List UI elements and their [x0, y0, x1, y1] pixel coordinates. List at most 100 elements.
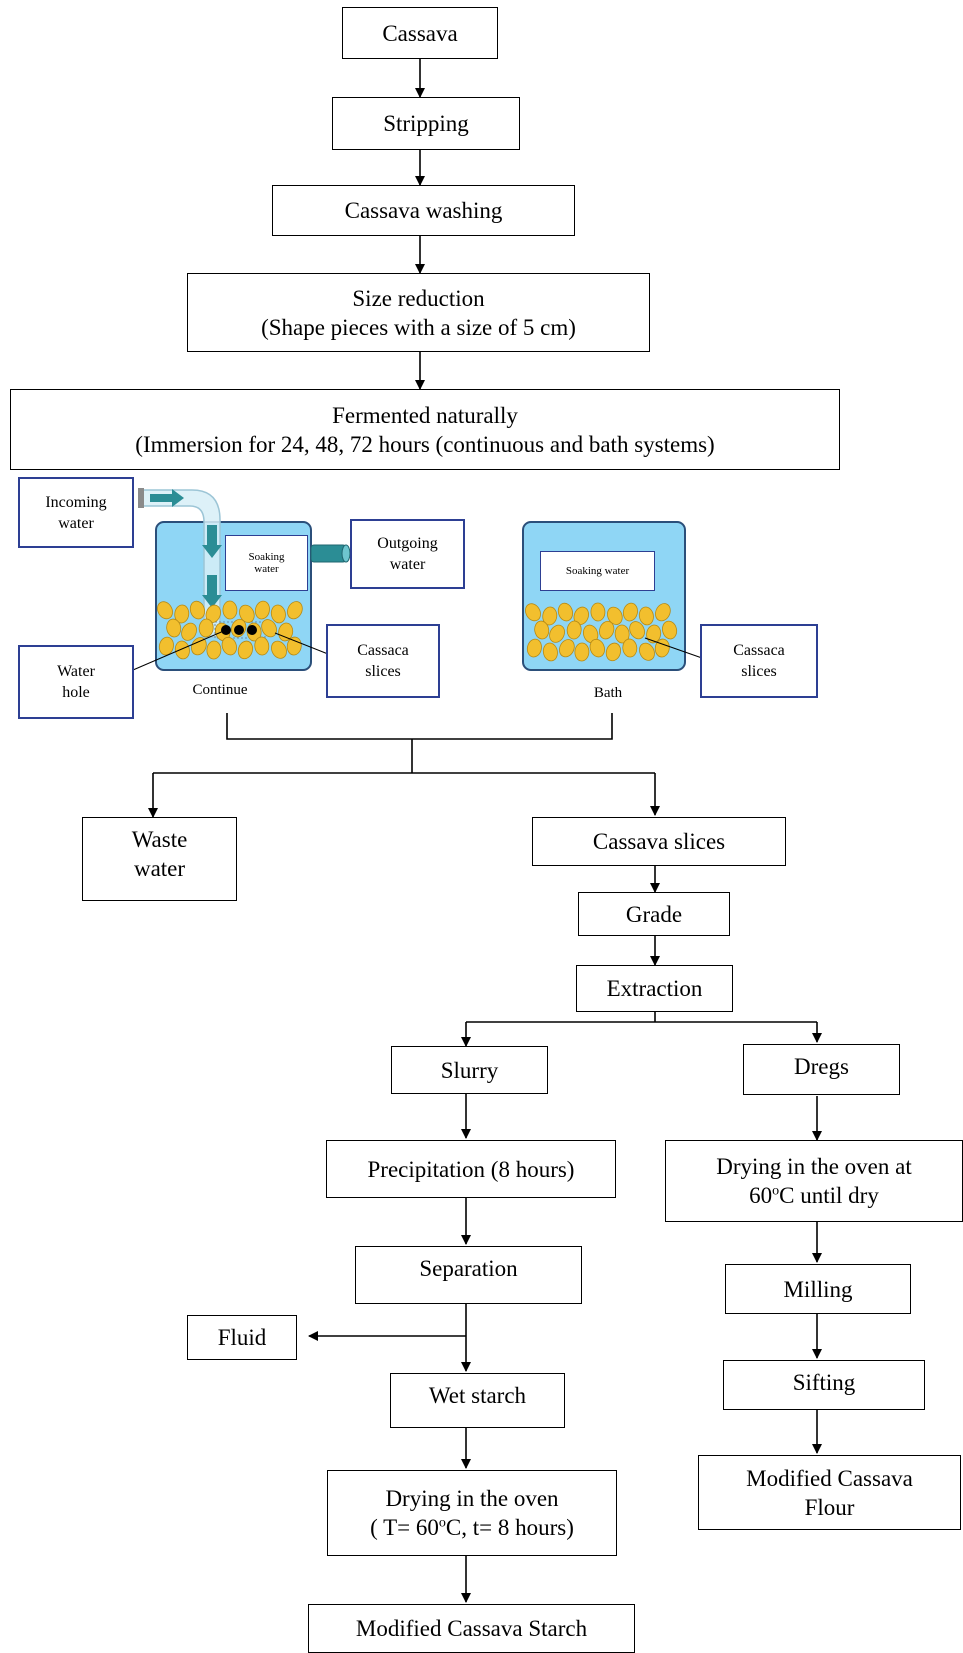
cassava-slice [206, 640, 222, 660]
teal-arrow-down-1 [202, 525, 222, 558]
cassaca-slices-bath-label: Cassaca slices [700, 624, 818, 698]
cassava-slice [254, 600, 270, 620]
step-milling: Milling [725, 1264, 911, 1314]
separation-label: Separation [419, 1256, 518, 1281]
cassava-slice [542, 606, 558, 626]
cassava-slice [271, 640, 287, 659]
cassava-slice [607, 606, 623, 625]
soaking-water-bath-label: Soaking water [540, 551, 655, 591]
cassava-slice [189, 600, 206, 620]
cassaca-slices-continue-label: Cassaca slices [326, 624, 440, 698]
drying-dregs-line1: Drying in the oven at [716, 1154, 912, 1179]
milling-label: Milling [783, 1276, 853, 1302]
drying-dregs-line2: 60oC until dry [749, 1183, 879, 1208]
step-waste-water: Waste water [82, 817, 237, 901]
fermented-line1: Fermented naturally [332, 402, 518, 428]
bracket-merge [226, 713, 613, 740]
waste-water-line2: water [133, 856, 186, 881]
cassava-slice [542, 642, 558, 662]
teal-arrow-right [150, 489, 184, 507]
callout-cassaca-continue [274, 632, 329, 655]
sifting-label: Sifting [792, 1370, 856, 1395]
cassava-slice [525, 603, 541, 622]
cassava-slice [605, 642, 622, 662]
cassava-slices-label: Cassava slices [592, 829, 726, 854]
cassava-slice [557, 602, 574, 622]
wet-starch-label: Wet starch [428, 1383, 527, 1408]
cassava-slice [622, 638, 638, 658]
cassava-slice [590, 602, 606, 622]
cassava-slice [166, 618, 182, 638]
step-modified-flour: Modified Cassava Flour [698, 1455, 961, 1530]
pipe-inlet-cap [138, 488, 144, 508]
waste-water-line1: Waste [131, 827, 188, 852]
step-modified-starch: Modified Cassava Starch [308, 1604, 635, 1653]
step-separation: Separation [355, 1246, 582, 1304]
step-slurry: Slurry [391, 1046, 548, 1094]
cassava-slice [566, 620, 582, 640]
cassava-slice [278, 622, 294, 642]
cassava-slice [559, 639, 575, 658]
drying-starch-line2: ( T= 60oC, t= 8 hours) [370, 1515, 574, 1540]
step-wet-starch: Wet starch [390, 1373, 565, 1428]
fluid-label: Fluid [217, 1325, 267, 1350]
cassava-slice [629, 621, 645, 640]
cassava-slice [221, 636, 237, 656]
step-washing-label: Cassava washing [344, 198, 503, 223]
teal-arrow-down-2 [202, 575, 222, 608]
cassava-slice [239, 604, 255, 623]
drying-starch-line1: Drying in the oven [385, 1486, 559, 1511]
cassava-slice [261, 619, 277, 638]
bath-tank-caption: Bath [593, 685, 623, 701]
cassava-slice [646, 624, 662, 644]
cassava-slice [614, 624, 630, 644]
cassava-slice [662, 620, 678, 640]
step-sifting: Sifting [723, 1360, 925, 1410]
water-hole-dot-2 [234, 625, 244, 635]
size-reduction-line1: Size reduction [352, 285, 485, 311]
fermented-line2: (Immersion for 24, 48, 72 hours (continu… [135, 431, 715, 457]
soaking-water-continue-label: Soaking water [225, 535, 308, 591]
step-fermented: Fermented naturally (Immersion for 24, 4… [10, 389, 840, 470]
step-stripping-label: Stripping [383, 111, 469, 136]
precipitation-label: Precipitation (8 hours) [367, 1156, 575, 1182]
cassava-slice [287, 601, 303, 620]
modified-flour-line2: Flour [804, 1494, 855, 1520]
cassava-slice [654, 638, 670, 658]
step-grade: Grade [578, 892, 730, 936]
modified-flour-line1: Modified Cassava [746, 1465, 913, 1491]
outlet-pipe [310, 544, 347, 563]
step-stripping: Stripping [332, 97, 520, 150]
cassava-slice [237, 640, 254, 660]
cassava-slice [158, 636, 174, 656]
water-hole-label: Water hole [18, 645, 134, 719]
modified-starch-label: Modified Cassava Starch [355, 1616, 588, 1641]
slurry-label: Slurry [440, 1057, 499, 1083]
step-dregs: Dregs [743, 1044, 900, 1095]
cassava-slice [638, 606, 654, 626]
step-cassava-label: Cassava [382, 20, 458, 46]
step-cassava: Cassava [342, 7, 498, 59]
step-cassava-slices: Cassava slices [532, 817, 786, 866]
callout-cassaca-bath [644, 637, 703, 659]
step-extraction: Extraction [576, 965, 733, 1012]
cassava-slice [157, 601, 173, 620]
cassava-slice [270, 604, 286, 624]
cassava-slice [526, 638, 542, 658]
cassava-slice [181, 622, 197, 641]
cassava-slice [622, 602, 638, 622]
step-precipitation: Precipitation (8 hours) [326, 1140, 616, 1198]
grade-label: Grade [625, 901, 683, 927]
cassava-slice [198, 618, 214, 638]
cassava-slice [191, 637, 207, 656]
cassava-slice [639, 642, 655, 661]
cassava-slice [655, 603, 671, 622]
cassava-slice [534, 620, 550, 640]
water-hole-dot-3 [247, 625, 257, 635]
cassava-slice [254, 636, 270, 656]
cassava-slice [174, 604, 190, 624]
step-drying-starch: Drying in the oven ( T= 60oC, t= 8 hours… [327, 1470, 617, 1556]
size-reduction-line2: (Shape pieces with a size of 5 cm) [261, 314, 576, 340]
bath-tank-illustration [522, 521, 686, 671]
dregs-label: Dregs [794, 1054, 849, 1079]
